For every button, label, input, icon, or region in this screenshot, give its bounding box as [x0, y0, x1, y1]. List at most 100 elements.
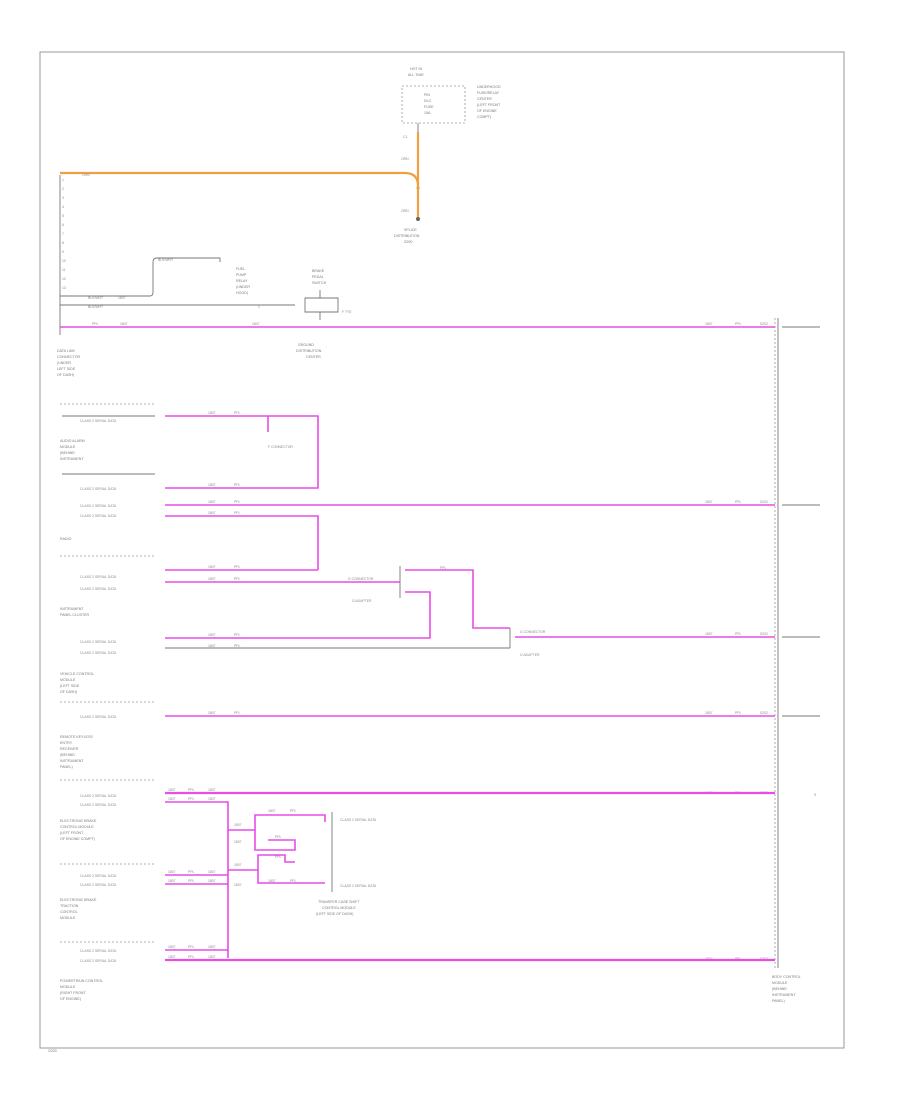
- svg-text:2: 2: [62, 187, 64, 191]
- svg-text:SPLICE: SPLICE: [404, 228, 417, 232]
- svg-text:1807: 1807: [168, 788, 176, 792]
- svg-text:CONTROL MODULE: CONTROL MODULE: [322, 906, 356, 910]
- svg-text:CLASS 2 SERIAL DATA: CLASS 2 SERIAL DATA: [80, 949, 117, 953]
- svg-text:INSTRUMENT: INSTRUMENT: [772, 993, 796, 997]
- svg-text:4: 4: [62, 205, 64, 209]
- svg-text:ALL TIME: ALL TIME: [408, 73, 424, 77]
- svg-text:1807: 1807: [208, 633, 216, 637]
- svg-text:1807: 1807: [208, 879, 216, 883]
- svg-text:G ADAPTER: G ADAPTER: [520, 653, 540, 657]
- svg-text:SWITCH: SWITCH: [312, 281, 327, 285]
- svg-text:PUMP: PUMP: [236, 273, 247, 277]
- svg-text:UNDERHOOD: UNDERHOOD: [477, 85, 501, 89]
- relay-wiring: BLK/WHT BLK/WHT 1807 BLK/WHT 1 F TYE: [60, 257, 352, 320]
- svg-text:INSTRUMENT: INSTRUMENT: [60, 759, 84, 763]
- svg-text:8: 8: [62, 241, 64, 245]
- svg-text:PPL: PPL: [234, 633, 241, 637]
- svg-text:PPL: PPL: [92, 322, 99, 326]
- svg-text:PPL: PPL: [188, 945, 195, 949]
- svg-text:RECEIVER: RECEIVER: [60, 747, 79, 751]
- svg-text:DISTRIBUTION: DISTRIBUTION: [394, 234, 420, 238]
- svg-text:LEFT SIDE: LEFT SIDE: [57, 367, 76, 371]
- svg-text:1807: 1807: [208, 511, 216, 515]
- dlc-pin-column: 1 2 3 4 5 6 7 8 9 10 11 12 13: [59, 175, 66, 335]
- svg-text:DISTRIBUTION: DISTRIBUTION: [296, 349, 322, 353]
- svg-text:1807: 1807: [208, 500, 216, 504]
- svg-text:(BEHIND: (BEHIND: [60, 451, 75, 455]
- ground-point: [416, 217, 420, 221]
- svg-text:1807: 1807: [168, 797, 176, 801]
- svg-text:PPL: PPL: [188, 870, 195, 874]
- svg-text:CLASS 2 SERIAL DATA: CLASS 2 SERIAL DATA: [80, 715, 117, 719]
- svg-text:PPL: PPL: [275, 835, 282, 839]
- svg-text:CLASS 2 SERIAL DATA: CLASS 2 SERIAL DATA: [340, 818, 377, 822]
- svg-text:PPL: PPL: [290, 809, 297, 813]
- ground-distribution-label: GROUND DISTRIBUTION CENTER: [296, 343, 322, 359]
- svg-text:FUSE: FUSE: [424, 105, 434, 109]
- svg-text:CLASS 2 SERIAL DATA: CLASS 2 SERIAL DATA: [80, 874, 117, 878]
- svg-text:G ADAPTER: G ADAPTER: [352, 599, 372, 603]
- svg-text:PPL: PPL: [234, 711, 241, 715]
- splice-pack-label: SPLICE DISTRIBUTION S200: [394, 228, 420, 244]
- svg-text:1807: 1807: [118, 296, 126, 300]
- svg-text:PIN: PIN: [424, 93, 430, 97]
- svg-text:1807: 1807: [168, 945, 176, 949]
- svg-text:1807: 1807: [252, 322, 260, 326]
- svg-text:S200: S200: [404, 240, 412, 244]
- svg-text:1807: 1807: [208, 644, 216, 648]
- svg-text:S202: S202: [760, 632, 768, 636]
- svg-text:OF ENGINE: OF ENGINE: [477, 109, 497, 113]
- svg-text:1807: 1807: [168, 955, 176, 959]
- svg-text:PPL: PPL: [188, 797, 195, 801]
- svg-text:CLASS 2 SERIAL DATA: CLASS 2 SERIAL DATA: [80, 419, 117, 423]
- svg-text:POWERTRAIN CONTROL: POWERTRAIN CONTROL: [60, 979, 103, 983]
- svg-text:BLK/WHT: BLK/WHT: [88, 296, 103, 300]
- svg-text:(LEFT SIDE: (LEFT SIDE: [60, 684, 80, 688]
- svg-text:PPL: PPL: [735, 500, 742, 504]
- svg-text:CENTER: CENTER: [306, 355, 321, 359]
- svg-text:TRACTION: TRACTION: [60, 904, 79, 908]
- svg-text:PANEL): PANEL): [772, 999, 785, 1003]
- dlc-label: DATA LINK CONNECTOR (UNDER LEFT SIDE OF …: [57, 349, 80, 377]
- svg-text:1: 1: [62, 178, 64, 182]
- brake-switch-label: BRAKE PEDAL SWITCH: [312, 269, 327, 285]
- svg-text:1807: 1807: [705, 632, 713, 636]
- svg-text:S202: S202: [760, 322, 768, 326]
- svg-text:S202: S202: [760, 711, 768, 715]
- svg-text:1: 1: [258, 305, 260, 309]
- svg-text:MODULE: MODULE: [60, 916, 76, 920]
- svg-text:ELECTRONIC BRAKE: ELECTRONIC BRAKE: [60, 819, 97, 823]
- svg-text:1807: 1807: [268, 879, 276, 883]
- svg-text:1807: 1807: [234, 840, 242, 844]
- svg-text:1807: 1807: [208, 797, 216, 801]
- svg-text:S202: S202: [760, 500, 768, 504]
- svg-text:13: 13: [62, 286, 66, 290]
- svg-text:ENTRY: ENTRY: [60, 741, 73, 745]
- diagram-frame: [39, 51, 845, 1049]
- svg-text:PPL: PPL: [735, 711, 742, 715]
- svg-text:CLASS 2 SERIAL DATA: CLASS 2 SERIAL DATA: [80, 587, 117, 591]
- svg-text:(BEHIND: (BEHIND: [60, 753, 75, 757]
- svg-text:CLASS 2 SERIAL DATA: CLASS 2 SERIAL DATA: [80, 959, 117, 963]
- svg-text:1807: 1807: [208, 565, 216, 569]
- svg-text:CONTROL MODULE: CONTROL MODULE: [60, 825, 94, 829]
- svg-text:PANEL): PANEL): [60, 765, 73, 769]
- svg-text:15A: 15A: [424, 111, 431, 115]
- svg-text:ORN: ORN: [401, 209, 409, 213]
- svg-text:TRANSFER CASE SHIFT: TRANSFER CASE SHIFT: [318, 900, 360, 904]
- svg-text:11: 11: [62, 268, 66, 272]
- svg-text:HOOD): HOOD): [236, 291, 248, 295]
- svg-text:PPL: PPL: [234, 565, 241, 569]
- svg-text:1807: 1807: [168, 870, 176, 874]
- svg-text:OF ENGINE COMPT): OF ENGINE COMPT): [60, 837, 95, 841]
- svg-text:CLASS 2 SERIAL DATA: CLASS 2 SERIAL DATA: [80, 487, 117, 491]
- svg-text:PPL: PPL: [188, 788, 195, 792]
- svg-text:CLASS 2 SERIAL DATA: CLASS 2 SERIAL DATA: [80, 575, 117, 579]
- svg-text:PPL: PPL: [275, 855, 282, 859]
- svg-text:3: 3: [62, 196, 64, 200]
- fuse-relay-center: HOT IN ALL TIME PIN DLC FUSE 15A UNDERHO…: [401, 67, 501, 124]
